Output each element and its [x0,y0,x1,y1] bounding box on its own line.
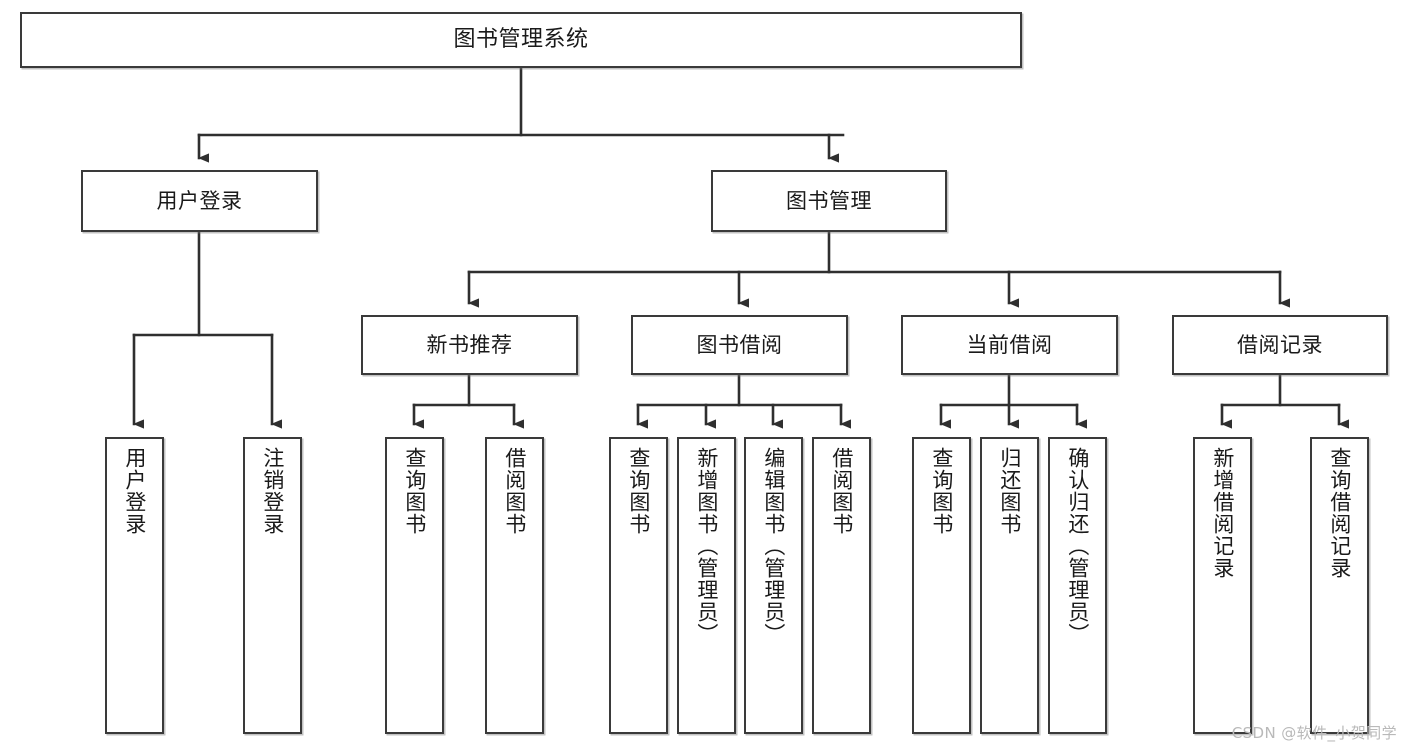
node-leaf-return-book[interactable]: 归还图书 [980,437,1039,734]
node-leaf-logout[interactable]: 注销登录 [243,437,302,734]
node-leaf-query-book-3[interactable]: 查询图书 [912,437,971,734]
node-label: 图书管理系统 [453,27,589,53]
node-label: 新增借阅记录 [1210,447,1235,579]
node-label: 确认归还（管理员） [1065,447,1090,645]
node-label: 借阅图书 [502,447,527,535]
node-book-borrow[interactable]: 图书借阅 [631,315,848,375]
node-leaf-confirm-return[interactable]: 确认归还（管理员） [1048,437,1107,734]
node-label: 查询借阅记录 [1327,447,1352,579]
node-root-book-management-system[interactable]: 图书管理系统 [20,12,1022,68]
node-leaf-borrow-book-1[interactable]: 借阅图书 [485,437,544,734]
node-label: 用户登录 [122,447,147,535]
node-leaf-query-record[interactable]: 查询借阅记录 [1310,437,1369,734]
watermark: CSDN @软件_小贺同学 [1231,724,1397,742]
node-label: 归还图书 [997,447,1022,535]
node-label: 借阅图书 [829,447,854,535]
node-current-borrow[interactable]: 当前借阅 [901,315,1118,375]
node-leaf-user-login[interactable]: 用户登录 [105,437,164,734]
node-leaf-borrow-book-2[interactable]: 借阅图书 [812,437,871,734]
node-label: 当前借阅 [966,332,1053,357]
node-user-login[interactable]: 用户登录 [81,170,318,232]
node-label: 图书管理 [786,188,872,213]
node-leaf-add-record[interactable]: 新增借阅记录 [1193,437,1252,734]
node-label: 新增图书（管理员） [694,447,719,645]
node-label: 用户登录 [156,188,243,213]
node-leaf-add-book[interactable]: 新增图书（管理员） [677,437,736,734]
node-new-book-recommend[interactable]: 新书推荐 [361,315,578,375]
node-label: 查询图书 [929,447,954,535]
node-label: 借阅记录 [1237,332,1323,357]
node-label: 新书推荐 [426,332,513,357]
node-leaf-edit-book[interactable]: 编辑图书（管理员） [744,437,803,734]
node-label: 注销登录 [260,447,285,535]
node-leaf-query-book-1[interactable]: 查询图书 [385,437,444,734]
node-label: 编辑图书（管理员） [761,447,786,645]
node-borrow-record[interactable]: 借阅记录 [1172,315,1388,375]
node-label: 查询图书 [402,447,427,535]
node-label: 图书借阅 [696,332,783,357]
node-book-manage[interactable]: 图书管理 [711,170,947,232]
node-label: 查询图书 [626,447,651,535]
node-leaf-query-book-2[interactable]: 查询图书 [609,437,668,734]
